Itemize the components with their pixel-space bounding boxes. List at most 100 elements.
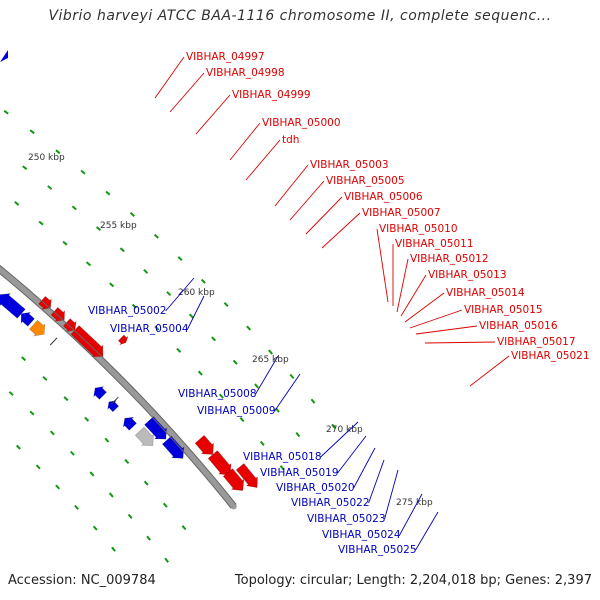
gc-dot [127, 513, 133, 519]
reverse-gene-label: VIBHAR_05018 [243, 451, 322, 463]
gc-dot [223, 302, 229, 307]
scale-label: 260 kbp [178, 288, 215, 298]
gc-dot [124, 458, 130, 464]
forward-gene-label: VIBHAR_04999 [232, 89, 311, 101]
gene-arrow [93, 386, 107, 400]
reverse-label-leader [165, 277, 195, 312]
gc-dot [49, 430, 55, 436]
gene-arrow [222, 468, 245, 491]
gene-arrow [29, 319, 46, 337]
map-title: Vibrio harveyi ATCC BAA-1116 chromosome … [48, 8, 552, 24]
gc-dot [177, 256, 183, 262]
forward-label-leader [195, 94, 231, 135]
gc-dot [29, 129, 35, 135]
gene-arrow [144, 416, 167, 440]
gc-dot [22, 165, 28, 170]
gc-dot [105, 190, 111, 196]
gc-dot [310, 398, 316, 404]
reverse-gene-label: VIBHAR_05023 [307, 513, 386, 525]
accession-text: Accession: NC_009784 [8, 573, 156, 588]
scale-label: 275 kbp [396, 498, 433, 508]
forward-gene-label: VIBHAR_05014 [446, 287, 525, 299]
gc-dot [239, 417, 245, 423]
gc-dot [246, 325, 252, 331]
reverse-label-leader [384, 469, 399, 520]
reverse-label-leader [320, 421, 359, 458]
forward-label-leader [415, 325, 478, 335]
gc-dot [85, 261, 92, 267]
forward-gene-label: VIBHAR_05015 [464, 304, 543, 316]
forward-gene-label: VIBHAR_05005 [326, 175, 405, 187]
forward-label-leader [396, 258, 409, 313]
gc-dot [232, 359, 238, 365]
reverse-label-leader [353, 447, 376, 489]
reverse-gene-label: VIBHAR_05024 [322, 529, 401, 541]
forward-label-leader [245, 139, 281, 181]
gene-arrow [107, 400, 120, 413]
gc-dot [259, 440, 265, 446]
forward-gene-label: VIBHAR_05013 [428, 269, 507, 281]
scale-label: 255 kbp [100, 221, 137, 231]
reverse-label-leader [274, 373, 301, 412]
reverse-gene-label: VIBHAR_05004 [110, 323, 189, 335]
reverse-gene-arrow-small [0, 50, 8, 62]
gc-dot [146, 535, 151, 541]
gc-dot [153, 233, 159, 239]
forward-label-leader [305, 196, 343, 235]
gc-dot [71, 205, 77, 211]
gc-dot [129, 212, 135, 217]
reverse-label-leader [415, 511, 439, 551]
gc-dot [197, 370, 203, 376]
gc-dot [84, 416, 90, 422]
gc-dot [200, 278, 206, 284]
reverse-gene-label: VIBHAR_05022 [291, 497, 370, 509]
gene-arrow [0, 293, 26, 319]
forward-gene-label: VIBHAR_05016 [479, 320, 558, 332]
gc-dot [181, 525, 187, 531]
gene-arrow [194, 434, 214, 455]
forward-gene-label: VIBHAR_05011 [395, 238, 474, 250]
gc-dot [3, 109, 9, 115]
scale-tick [110, 396, 119, 405]
reverse-label-leader [187, 295, 205, 330]
gc-dot [8, 391, 14, 396]
forward-label-leader [409, 309, 463, 329]
gc-dot [166, 291, 172, 297]
gc-dot [63, 396, 69, 402]
backbone-edge [0, 273, 232, 509]
gc-dot [15, 444, 21, 450]
gc-dot [119, 247, 125, 253]
reverse-gene-label: VIBHAR_05009 [197, 405, 276, 417]
forward-gene-label: VIBHAR_05012 [410, 253, 489, 265]
gc-dot [143, 480, 149, 486]
reverse-gene-label: VIBHAR_05008 [178, 388, 257, 400]
gc-dot [92, 525, 98, 531]
gene-arrow [117, 334, 129, 345]
gc-dot [74, 504, 80, 510]
gc-dot [295, 431, 301, 438]
forward-label-leader [169, 72, 205, 113]
forward-label-leader [289, 180, 325, 221]
gc-dot [109, 282, 115, 288]
gene-arrow [70, 325, 104, 358]
reverse-label-leader [368, 459, 385, 504]
gc-dot [188, 313, 194, 319]
topology-text: Topology: circular; Length: 2,204,018 bp… [234, 573, 592, 588]
forward-label-leader [321, 212, 361, 249]
gc-dot [47, 185, 53, 190]
reverse-strand-labels: VIBHAR_05002VIBHAR_05004VIBHAR_05008VIBH… [88, 277, 439, 556]
reverse-gene-label: VIBHAR_05002 [88, 305, 167, 317]
gc-dot [289, 373, 295, 379]
gc-dot [55, 484, 61, 490]
scale-label: 265 kbp [252, 355, 289, 365]
forward-gene-label: VIBHAR_04998 [206, 67, 285, 79]
gene-arrow [235, 463, 258, 488]
gene-arrow [207, 450, 232, 476]
gene-arrow [161, 435, 185, 459]
reverse-label-leader [399, 493, 423, 536]
forward-gene-label: VIBHAR_05003 [310, 159, 389, 171]
backbone-edge [0, 264, 237, 505]
reverse-label-leader [337, 435, 367, 474]
